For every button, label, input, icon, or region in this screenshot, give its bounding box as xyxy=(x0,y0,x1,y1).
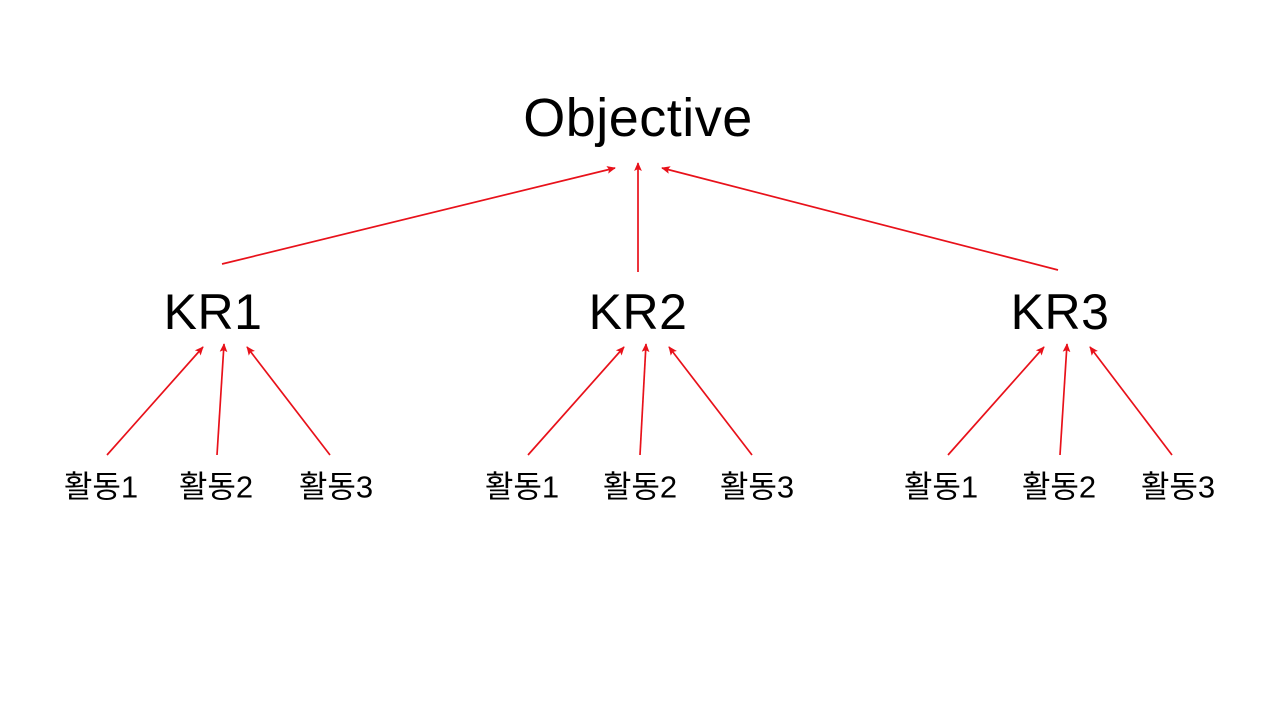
node-activity-kr3-2[interactable]: 활동2 xyxy=(1021,469,1097,505)
node-activity-kr2-1[interactable]: 활동1 xyxy=(484,469,560,505)
edges-to-objective xyxy=(221,162,1059,272)
node-key-result-2[interactable]: KR2 xyxy=(588,284,688,340)
node-activity-kr2-2[interactable]: 활동2 xyxy=(602,469,678,505)
node-activity-kr3-1[interactable]: 활동1 xyxy=(903,469,979,505)
edge-to-key-result-5 xyxy=(639,343,650,456)
node-activity-kr1-3[interactable]: 활동3 xyxy=(298,469,374,505)
edges-to-key-results xyxy=(106,343,1173,456)
edge-to-objective-3 xyxy=(661,166,1059,271)
node-activity-kr3-3[interactable]: 활동3 xyxy=(1140,469,1216,505)
edge-to-key-result-9 xyxy=(1089,346,1173,456)
node-objective[interactable]: Objective xyxy=(523,88,753,148)
edge-to-objective-1 xyxy=(221,166,616,265)
node-activity-kr2-3[interactable]: 활동3 xyxy=(719,469,795,505)
node-activity-kr1-1[interactable]: 활동1 xyxy=(63,469,139,505)
node-key-result-1[interactable]: KR1 xyxy=(163,284,263,340)
edge-to-key-result-8 xyxy=(1059,343,1071,456)
edge-to-key-result-2 xyxy=(216,343,228,456)
node-key-result-3[interactable]: KR3 xyxy=(1010,284,1110,340)
edge-to-key-result-3 xyxy=(246,346,331,456)
edge-to-key-result-1 xyxy=(106,346,204,456)
edge-to-key-result-6 xyxy=(668,346,753,456)
edge-to-key-result-7 xyxy=(947,346,1045,456)
edge-to-key-result-4 xyxy=(527,346,625,456)
node-activity-kr1-2[interactable]: 활동2 xyxy=(178,469,254,505)
